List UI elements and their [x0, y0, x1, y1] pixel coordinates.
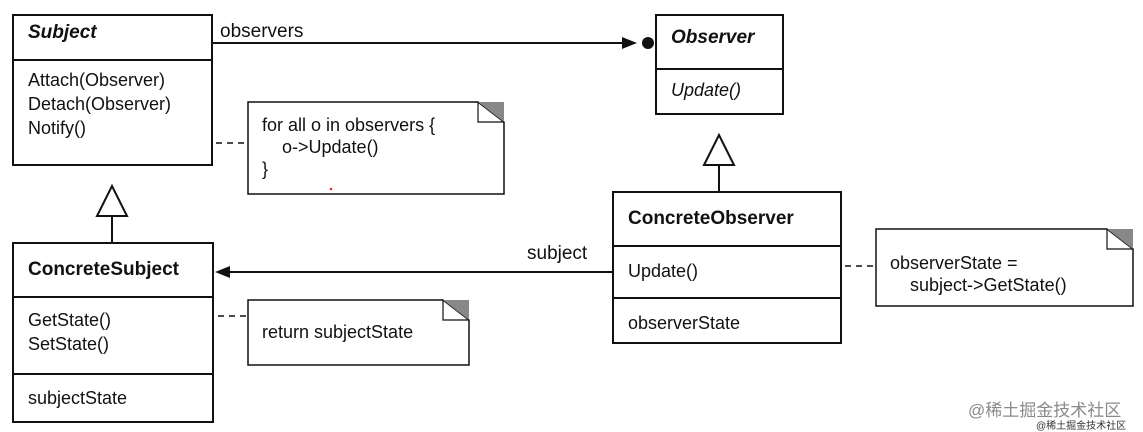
concrete-subject-class: ConcreteSubject GetState() SetState() su…: [12, 242, 214, 423]
observer-op-update: Update(): [671, 80, 742, 100]
watermark-small-text: @稀土掘金技术社区: [1036, 421, 1127, 432]
concrete-observer-operations: Update(): [614, 245, 840, 297]
concrete-subject-op-setstate: SetState(): [28, 334, 110, 354]
subject-op-detach: Detach(Observer): [28, 94, 172, 114]
getstate-note-text: return subjectState: [262, 322, 414, 342]
observers-multiplicity-dot: [642, 37, 654, 49]
observers-role-label: observers: [220, 21, 304, 42]
concrete-observer-class-name: ConcreteObserver: [628, 208, 794, 229]
concrete-observer-attributes: observerState: [614, 297, 840, 342]
subject-arrowhead: [215, 266, 230, 278]
subject-generalization-triangle: [95, 183, 129, 217]
watermark-text: @稀土掘金技术社区: [968, 401, 1122, 420]
concrete-observer-class: ConcreteObserver Update() observerState: [612, 191, 842, 344]
subject-role-label: subject: [527, 243, 588, 264]
observers-arrowhead: [622, 37, 637, 49]
getstate-note: [247, 299, 470, 366]
concrete-observer-attr-observerstate: observerState: [628, 313, 741, 333]
subject-op-notify: Notify(): [28, 118, 86, 138]
concrete-observer-op-update: Update(): [628, 261, 699, 281]
observer-class-name: Observer: [671, 27, 755, 48]
concrete-subject-attr-subjectstate: subjectState: [28, 388, 128, 408]
notify-note-text: for all o in observers { o->Update() }: [262, 115, 436, 179]
subject-class: Subject Attach(Observer) Detach(Observer…: [12, 14, 213, 166]
concrete-subject-class-name: ConcreteSubject: [28, 259, 179, 280]
concrete-subject-operations: GetState() SetState(): [14, 296, 212, 373]
notify-note: [247, 101, 505, 195]
concrete-subject-attributes: subjectState: [14, 373, 212, 421]
observer-operations: Update(): [657, 68, 782, 115]
stray-dot: [329, 187, 333, 191]
update-note-text: observerState = subject->GetState(): [890, 253, 1067, 295]
subject-op-attach: Attach(Observer): [28, 70, 166, 90]
subject-operations: Attach(Observer) Detach(Observer) Notify…: [14, 59, 211, 164]
concrete-subject-op-getstate: GetState(): [28, 310, 112, 330]
update-note: [875, 228, 1134, 307]
subject-class-name: Subject: [28, 22, 97, 43]
observer-generalization-triangle: [702, 132, 736, 166]
observer-class: Observer Update(): [655, 14, 784, 115]
